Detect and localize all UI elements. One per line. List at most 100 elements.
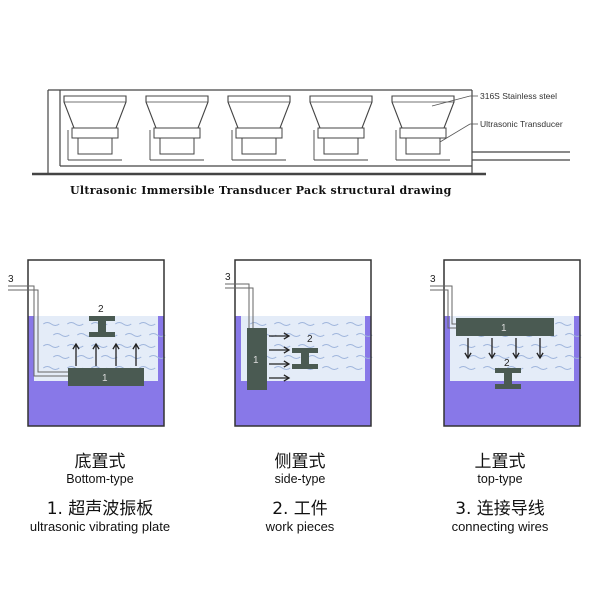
liquid-wave — [554, 344, 572, 348]
legend-plate-label: 1. 超声波振板 — [46, 499, 154, 519]
liquid-wave — [138, 322, 156, 326]
transducer-stem — [159, 138, 195, 155]
liquid-wave — [516, 355, 534, 359]
liquid-wave — [554, 366, 572, 370]
connecting-wire — [430, 285, 456, 325]
caption-top-cn: 上置式 — [474, 452, 526, 472]
workpiece-web — [504, 373, 512, 385]
tank-wall-left — [28, 316, 34, 426]
tank-wall-left — [444, 316, 450, 426]
vibrating-plate — [247, 328, 267, 390]
tank-wall-left — [235, 316, 241, 426]
liquid-wave — [506, 344, 524, 348]
liquid-wave — [90, 344, 108, 348]
liquid-wave — [307, 333, 325, 337]
liquid-wave — [297, 344, 315, 348]
transducer-unit — [309, 95, 373, 161]
plate-number: 1 — [501, 323, 507, 334]
callout-lines — [431, 95, 478, 143]
stainless-steel-housing — [145, 95, 209, 129]
liquid-wave — [345, 344, 363, 348]
stainless-steel-housing — [391, 95, 455, 129]
caption-side-cn: 侧置式 — [274, 452, 326, 472]
arrow-head — [283, 360, 291, 368]
liquid-wave — [114, 322, 132, 326]
transducer-block — [399, 127, 447, 139]
transducer-units — [63, 95, 455, 161]
liquid-wave — [52, 333, 70, 337]
label-stainless-steel: 316S Stainless steel — [480, 91, 557, 101]
liquid-wave — [564, 333, 582, 337]
wire-number: 3 — [430, 274, 436, 285]
wire-number: 3 — [225, 272, 231, 283]
caption-side-en: side-type — [274, 472, 326, 486]
liquid-wave — [42, 344, 60, 348]
tank-wall-right — [574, 316, 580, 426]
tank-wall-right — [158, 316, 164, 426]
caption-bottom: 底置式 Bottom-type — [0, 447, 200, 486]
liquid-wave — [554, 322, 572, 326]
liquid-wave — [492, 355, 510, 359]
caption-top-en: top-type — [477, 472, 523, 486]
workpiece-flange — [89, 316, 115, 321]
connecting-wire — [430, 289, 456, 329]
transducer-stem — [241, 138, 277, 155]
housing-outline — [32, 89, 570, 176]
liquid-wave — [540, 355, 558, 359]
tank-bottom: 312 — [8, 259, 166, 427]
vibrating-plate — [68, 368, 144, 386]
liquid-wave — [458, 366, 476, 370]
liquid-wave — [307, 355, 325, 359]
caption-bottom-en: Bottom-type — [66, 472, 134, 486]
arrow-head — [72, 342, 80, 350]
workpiece-flange — [292, 364, 318, 369]
transducer-unit — [391, 95, 455, 161]
stainless-steel-housing — [63, 95, 127, 129]
legend-workpieces-label: 2. 工件 — [272, 499, 328, 519]
tank-outline — [443, 259, 581, 427]
liquid-wave — [321, 322, 339, 326]
arrow-head — [488, 352, 496, 360]
transducer-stem — [405, 138, 441, 155]
liquid-wave — [76, 355, 94, 359]
legend-wires-label: 3. 连接导线 — [455, 499, 545, 519]
liquid-wave — [124, 355, 142, 359]
liquid-wave — [148, 355, 166, 359]
workpiece-number: 2 — [307, 334, 313, 345]
liquid-wave — [530, 366, 548, 370]
liquid-wave — [482, 344, 500, 348]
transducer-block — [235, 127, 283, 139]
workpiece-number: 2 — [504, 358, 510, 369]
legend-wires-en: connecting wires — [451, 519, 549, 534]
transducer-unit — [63, 95, 127, 161]
vibrating-plate — [456, 318, 554, 336]
arrow-head — [132, 342, 140, 350]
liquid-wave — [321, 366, 339, 370]
liquid-wave — [138, 366, 156, 370]
liquid-wave — [331, 333, 349, 337]
liquid-wave — [114, 344, 132, 348]
liquid-wave — [52, 355, 70, 359]
transducer-block — [71, 127, 119, 139]
liquid-wave — [283, 355, 301, 359]
liquid-wave — [42, 366, 60, 370]
arrow-head — [112, 342, 120, 350]
tank-wall-right — [365, 316, 371, 426]
stainless-steel-housing — [309, 95, 373, 129]
connecting-wire — [225, 283, 250, 328]
liquid-wave — [273, 366, 291, 370]
drawing-title: Ultrasonic Immersible Transducer Pack st… — [70, 184, 452, 197]
liquid-wave — [355, 333, 373, 337]
arrow-head — [536, 352, 544, 360]
transducer-stem — [323, 138, 359, 155]
arrow-head — [283, 332, 291, 340]
legend-item-wires: 3. 连接导线 connecting wires — [400, 494, 600, 534]
transducer-block — [153, 127, 201, 139]
arrow-head — [512, 352, 520, 360]
caption-top: 上置式 top-type — [400, 447, 600, 486]
legend-plate-en: ultrasonic vibrating plate — [29, 519, 171, 534]
workpiece-flange — [495, 368, 521, 373]
tank-top: 3 1 2 — [430, 259, 582, 427]
liquid-wave — [124, 333, 142, 337]
workpiece-flange — [89, 332, 115, 337]
